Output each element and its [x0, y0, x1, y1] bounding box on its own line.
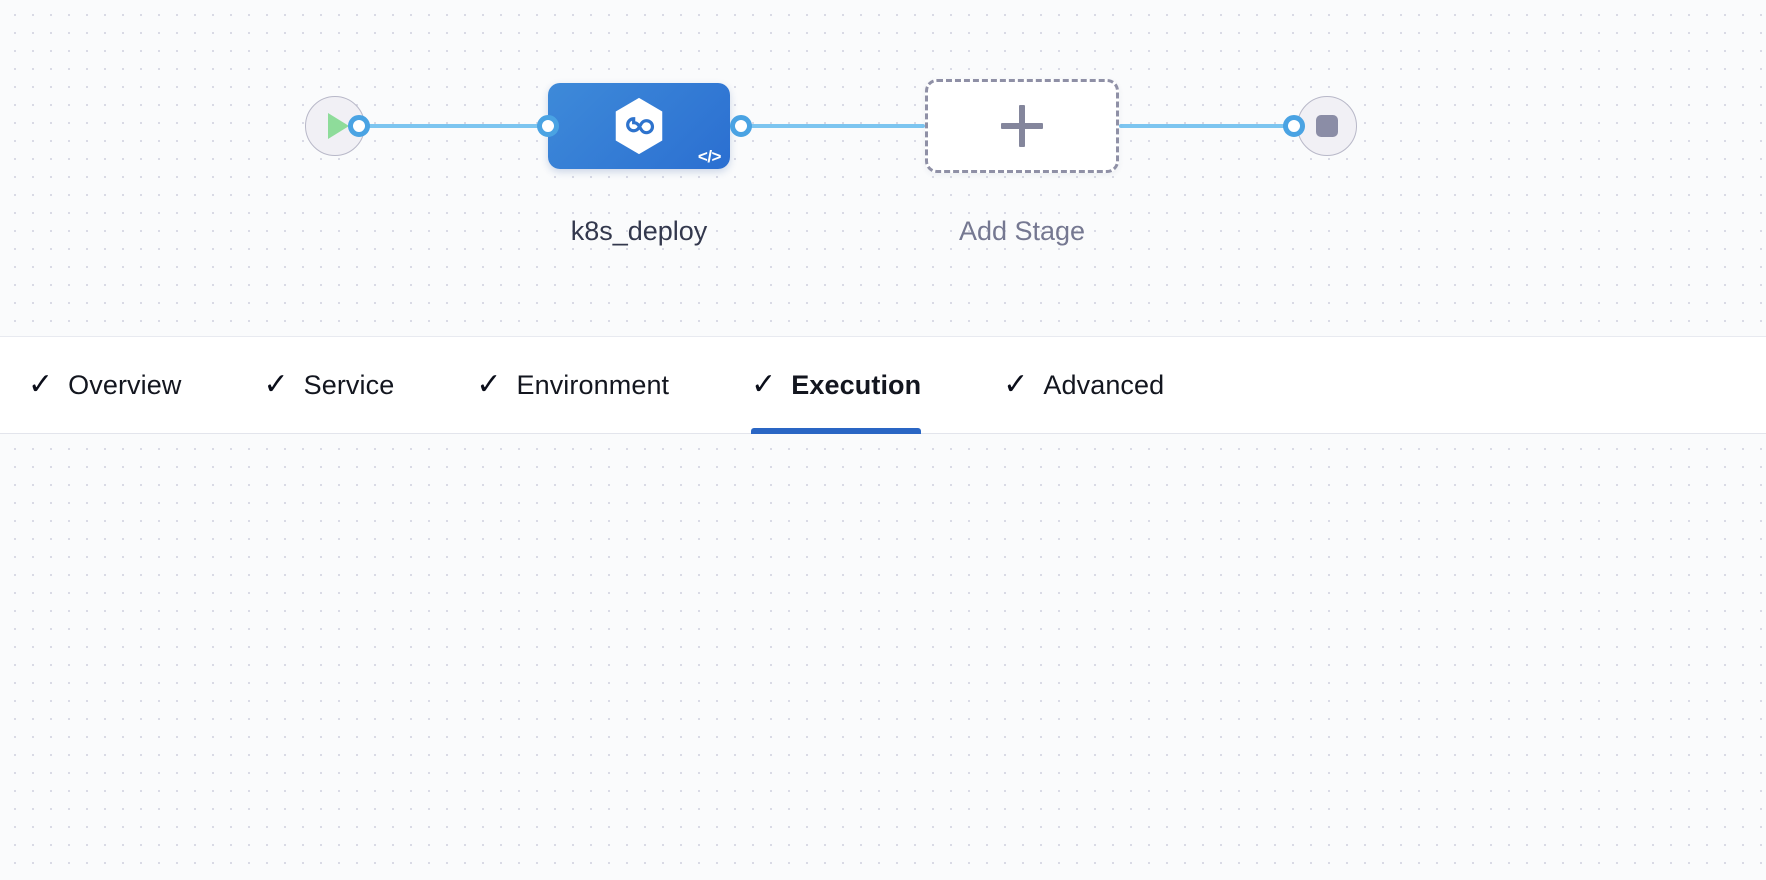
check-icon: ✓ — [751, 368, 777, 401]
tab-environment[interactable]: ✓ Environment — [476, 336, 705, 434]
check-icon: ✓ — [263, 368, 289, 401]
check-icon: ✓ — [1003, 368, 1029, 401]
edge-start-to-stage — [366, 124, 550, 128]
tab-advanced[interactable]: ✓ Advanced — [1003, 336, 1200, 434]
tab-label: Environment — [516, 369, 670, 400]
tab-service[interactable]: ✓ Service — [263, 336, 430, 434]
tab-label: Execution — [791, 369, 922, 400]
connector-dot-end — [1283, 115, 1305, 137]
harness-cd-hexagon-icon — [608, 95, 670, 157]
tab-overview[interactable]: ✓ Overview — [28, 336, 217, 434]
tab-label: Overview — [68, 369, 182, 400]
connector-dot-start — [348, 115, 370, 137]
connector-dot-stage-out — [730, 115, 752, 137]
tab-label: Service — [303, 369, 395, 400]
check-icon: ✓ — [476, 368, 502, 401]
add-stage-button[interactable] — [925, 79, 1119, 173]
code-icon[interactable]: </> — [697, 147, 722, 166]
tab-label: Advanced — [1043, 369, 1165, 400]
pipeline-end-node[interactable] — [1297, 96, 1357, 156]
stage-node-k8s-deploy[interactable]: </> — [548, 83, 730, 169]
edge-stage-to-add-stage — [748, 124, 925, 128]
stage-config-tabbar: ✓ Overview ✓ Service ✓ Environment ✓ Exe… — [0, 336, 1766, 435]
stage-graph-canvas[interactable]: </> k8s_deploy Add Stage — [0, 0, 1766, 336]
plus-icon — [1001, 105, 1043, 147]
add-stage-label: Add Stage — [958, 216, 1086, 246]
stop-icon — [1316, 115, 1338, 137]
stage-node-label-k8s-deploy: k8s_deploy — [570, 216, 708, 246]
play-icon — [327, 113, 349, 139]
execution-graph-canvas[interactable]: </> K8sDiff </> Rollout Deployment — [0, 434, 1766, 880]
edge-add-stage-to-end — [1119, 124, 1294, 128]
tab-execution[interactable]: ✓ Execution — [751, 336, 957, 435]
connector-dot-stage-in — [537, 115, 559, 137]
check-icon: ✓ — [28, 368, 54, 401]
